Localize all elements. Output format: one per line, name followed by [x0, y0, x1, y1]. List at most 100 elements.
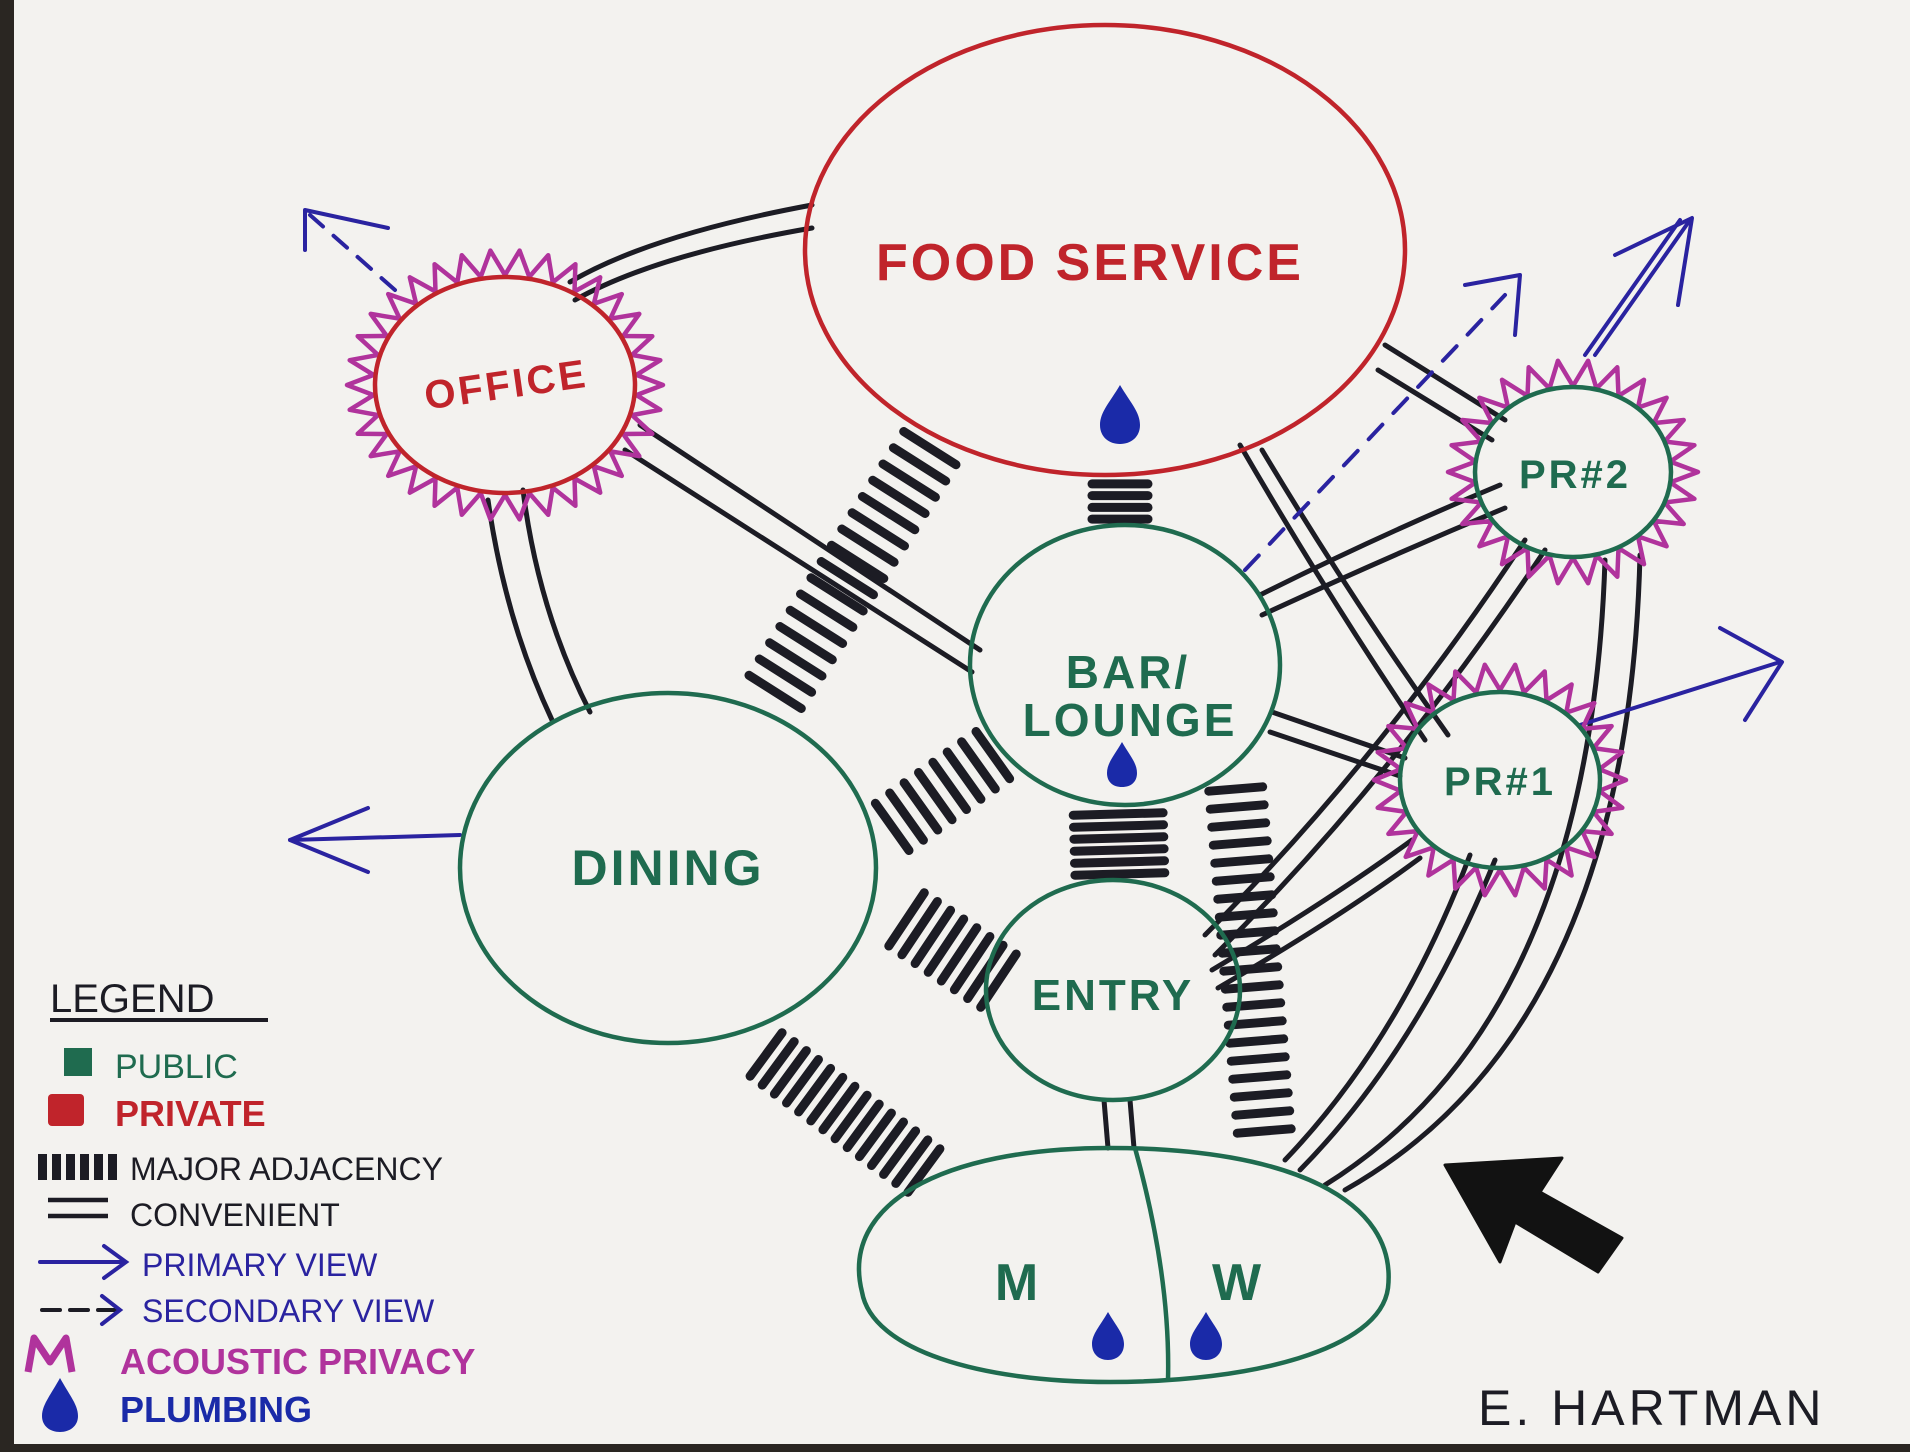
major-bar-restroom	[1207, 818, 1271, 832]
major-dining-restroom	[818, 1081, 860, 1135]
major-dining-restroom	[806, 1072, 848, 1126]
conn-office-bar	[637, 422, 983, 653]
primary-view-arrow-icon	[1593, 218, 1692, 357]
major-dining-bar	[914, 768, 957, 825]
major-dining-bar	[870, 798, 914, 855]
plumbing-drop-icon	[1092, 1312, 1124, 1360]
conn-office-dining	[520, 487, 593, 715]
major-bar-restroom	[1225, 1034, 1289, 1048]
signature: E. HARTMAN	[1478, 1380, 1825, 1436]
primary-view-arrow-icon	[1578, 660, 1782, 727]
conn-rr-pr1	[1297, 857, 1498, 1173]
major-food-dining	[899, 427, 961, 470]
label-entry: ENTRY	[1032, 971, 1195, 1020]
conn-rr-pr2	[1322, 557, 1608, 1188]
major-bar-restroom	[1205, 800, 1269, 814]
major-dining-entry	[923, 914, 969, 977]
orientation-arrow-icon	[1443, 1156, 1624, 1274]
conn-office-bar	[622, 447, 975, 675]
bubble-dining	[457, 690, 879, 1046]
secondary-view-arrow-icon	[1463, 273, 1522, 337]
major-bar-restroom	[1231, 1106, 1295, 1120]
major-dining-bar	[885, 788, 928, 845]
major-bar-entry	[1069, 832, 1169, 844]
label-bar-lounge-2: LOUNGE	[1023, 694, 1238, 746]
private-swatch-icon	[48, 1094, 84, 1126]
major-dining-entry	[936, 923, 982, 986]
conn-office-food	[567, 202, 815, 285]
acoustic-privacy-icon	[344, 248, 666, 522]
bubble-office	[372, 274, 638, 496]
label-men: M	[995, 1254, 1041, 1312]
label-pr1: PR#1	[1444, 760, 1556, 804]
major-dining-bar	[899, 778, 943, 835]
primary-view-arrow-icon	[1583, 218, 1682, 357]
major-dining-restroom	[842, 1099, 884, 1153]
bubble-bar-lounge	[967, 522, 1283, 808]
primary-view-arrow-icon	[288, 806, 370, 874]
bubble-pr1	[1397, 689, 1603, 871]
major-bar-restroom	[1222, 998, 1286, 1012]
public-swatch-icon	[64, 1048, 92, 1076]
major-food-dining	[806, 573, 868, 616]
conn-food-pr2	[1375, 367, 1495, 443]
major-bar-entry	[1069, 844, 1169, 856]
major-food-dining	[765, 638, 827, 681]
legend-item-major-adjacency: MAJOR ADJACENCY	[130, 1151, 443, 1187]
major-dining-restroom	[782, 1055, 823, 1108]
major-dining-restroom	[769, 1046, 811, 1099]
major-dining-bar	[957, 737, 1000, 794]
major-food-dining	[827, 540, 889, 583]
conn-rr-pr2	[1342, 552, 1643, 1193]
secondary-view-arrow-icon	[1243, 293, 1507, 572]
acoustic-privacy-icon	[1445, 358, 1701, 586]
major-dining-restroom	[854, 1108, 896, 1162]
plumbing-drop-icon	[42, 1378, 78, 1432]
major-dining-bar	[971, 727, 1015, 784]
convenient-line-icon	[48, 1197, 108, 1219]
conn-entry-pr2	[1202, 537, 1528, 938]
major-dining-entry	[949, 932, 995, 995]
legend-item-convenient: CONVENIENT	[130, 1197, 340, 1233]
primary-view-arrow-icon	[38, 1244, 130, 1280]
major-bar-restroom	[1226, 1052, 1290, 1066]
major-bar-restroom	[1216, 926, 1280, 940]
major-bar-restroom	[1232, 1124, 1296, 1138]
major-food-dining	[816, 557, 878, 600]
major-bar-restroom	[1211, 872, 1275, 886]
major-dining-restroom	[745, 1028, 787, 1081]
conn-food-pr1	[1259, 447, 1451, 738]
conn-entry-rr	[1101, 1097, 1111, 1151]
primary-view-arrow-icon	[1613, 216, 1694, 307]
label-dining: DINING	[572, 840, 765, 896]
secondary-view-arrow-icon	[308, 213, 397, 292]
major-dining-restroom	[903, 1144, 945, 1197]
legend-item-private: PRIVATE	[115, 1093, 266, 1134]
major-dining-entry	[910, 905, 956, 968]
legend: LEGEND PUBLIC PRIVATE MAJOR ADJACENCY CO…	[24, 977, 475, 1432]
major-dining-restroom	[879, 1126, 921, 1179]
bubble-restrooms	[856, 1145, 1391, 1385]
major-bar-restroom	[1220, 980, 1284, 994]
conn-office-dining	[485, 497, 555, 723]
primary-view-arrow-icon	[1718, 626, 1784, 722]
major-food-dining	[785, 605, 848, 648]
major-adjacency-icon	[38, 1154, 117, 1180]
bubble-entry	[983, 877, 1243, 1103]
major-food-dining	[888, 443, 951, 486]
secondary-view-arrow-icon	[303, 208, 390, 252]
legend-item-primary-view: PRIMARY VIEW	[142, 1247, 378, 1283]
acoustic-privacy-rings	[344, 248, 1701, 898]
major-food-dining	[878, 459, 940, 502]
major-bar-restroom	[1219, 962, 1283, 976]
major-dining-bar	[928, 757, 971, 814]
major-bar-entry	[1070, 868, 1170, 880]
plumbing-drop-icon	[1100, 385, 1140, 444]
major-food-dining	[837, 524, 899, 567]
major-bar-restroom	[1208, 836, 1272, 850]
bubble-pr2	[1472, 384, 1674, 560]
major-food-dining	[744, 670, 806, 713]
acoustic-privacy-icon	[1371, 662, 1629, 898]
secondary-view-arrow-icon	[40, 1294, 124, 1326]
major-bar-restroom	[1229, 1088, 1293, 1102]
